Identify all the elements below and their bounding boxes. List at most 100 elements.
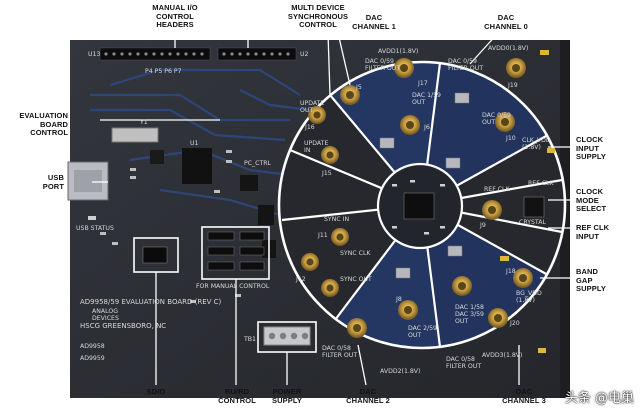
watermark: 头条 @电巢 bbox=[564, 391, 634, 406]
silk-avdd1: AVDD1(1.8V) bbox=[378, 48, 419, 55]
silk-dac0-filter: DAC 0/59 FILTER OUT bbox=[448, 58, 484, 72]
sma-j6 bbox=[400, 115, 420, 135]
silk-h-labels: P4 P5 P6 P7 bbox=[145, 68, 182, 75]
callout-dac0: DAC CHANNEL 0 bbox=[484, 13, 528, 31]
silk-manual-control: FOR MANUAL CONTROL bbox=[196, 283, 270, 290]
silk-dac2-out: DAC 2/59 OUT bbox=[408, 325, 437, 339]
silk-j16: J16 bbox=[305, 124, 315, 131]
silk-dac2-filter: DAC 0/58 FILTER OUT bbox=[322, 345, 358, 359]
callout-dac1: DAC CHANNEL 1 bbox=[352, 13, 396, 31]
silk-j18: J18 bbox=[506, 268, 516, 275]
silk-sync-out: SYNC OUT bbox=[340, 276, 372, 283]
callout-dac3: DAC CHANNEL 3 bbox=[502, 387, 546, 405]
callout-clock-mode: CLOCK MODE SELECT bbox=[576, 187, 607, 213]
crystal-y1 bbox=[111, 127, 159, 143]
silk-logo: ANALOG DEVICES bbox=[92, 308, 119, 322]
sma-j20 bbox=[488, 308, 508, 328]
chip-small-2 bbox=[240, 175, 258, 191]
chip-small-3 bbox=[258, 205, 274, 225]
usb-connector-inner bbox=[74, 170, 102, 192]
sma-j8 bbox=[398, 300, 418, 320]
silk-j10: J10 bbox=[506, 135, 516, 142]
silk-j9: J9 bbox=[480, 222, 486, 229]
silk-clk-vdd: CLK_VDD (1.8V) bbox=[522, 137, 551, 151]
silk-u1: U1 bbox=[190, 140, 199, 147]
silk-ad9958: AD9958 bbox=[80, 343, 105, 350]
callout-clock-input: CLOCK INPUT SUPPLY bbox=[576, 135, 606, 161]
chip-u1 bbox=[182, 148, 212, 184]
silk-bg-vdd: BG_VDD (1.8V) bbox=[516, 290, 542, 304]
blue-traces bbox=[90, 68, 311, 217]
passives bbox=[100, 150, 241, 303]
silk-dac3-filter: DAC 0/58 FILTER OUT bbox=[446, 356, 482, 370]
silk-j20: J20 bbox=[510, 320, 520, 327]
usb-led bbox=[88, 216, 96, 220]
sma-j15 bbox=[321, 146, 339, 164]
silk-sync-in: SYNC IN bbox=[324, 216, 350, 223]
silk-u2: U2 bbox=[300, 51, 309, 58]
silk-sync-clk: SYNC CLK bbox=[340, 250, 371, 257]
silk-j17: J17 bbox=[418, 80, 428, 87]
sma-j11 bbox=[331, 228, 349, 246]
sma-j9 bbox=[482, 200, 502, 220]
silk-ad9959: AD9959 bbox=[80, 355, 105, 362]
silk-dac1-filter: DAC 0/59 FILTER OUT bbox=[365, 58, 401, 72]
sma-j14 bbox=[452, 276, 472, 296]
callout-rurd: RU/RD CONTROL bbox=[218, 387, 256, 405]
callout-usb-port: USB PORT bbox=[42, 173, 64, 191]
ad9959-chip bbox=[403, 192, 435, 220]
sma-j7 bbox=[347, 318, 367, 338]
tantalum-caps bbox=[500, 50, 555, 353]
silk-j8: J8 bbox=[396, 296, 402, 303]
dac-circle-outline bbox=[277, 60, 567, 350]
silk-hscg: HSCG GREENSBORO, NC bbox=[80, 322, 167, 330]
silk-update-in: UPDATE IN bbox=[304, 140, 329, 154]
silk-j11: J11 bbox=[318, 232, 328, 239]
leader-lines bbox=[92, 32, 570, 386]
chip-small-1 bbox=[150, 150, 164, 164]
sma-j19 bbox=[506, 58, 526, 78]
callout-power-supply: POWER SUPPLY bbox=[272, 387, 302, 405]
sma-j13 bbox=[321, 279, 339, 297]
silk-dac1-out: DAC 1/59 OUT bbox=[412, 92, 441, 106]
rurd-jumpers bbox=[207, 231, 265, 271]
silk-j12: J12 bbox=[296, 276, 306, 283]
terminal-screws bbox=[268, 332, 309, 340]
silk-update-out: UPDATE OUT bbox=[300, 100, 325, 114]
silk-j19: J19 bbox=[508, 82, 518, 89]
terminal-block bbox=[263, 326, 311, 346]
silk-ref-j1: REF CLK bbox=[528, 180, 554, 187]
silk-tb1: TB1 bbox=[244, 336, 256, 343]
silk-pcctrl: PC_CTRL bbox=[244, 160, 271, 167]
silk-j5: J5 bbox=[356, 84, 362, 91]
callout-band-gap: BAND GAP SUPPLY bbox=[576, 267, 606, 293]
silk-j6: J6 bbox=[424, 124, 430, 131]
sma-j16 bbox=[308, 106, 326, 124]
hub-passives bbox=[392, 180, 445, 235]
callout-dac2: DAC CHANNEL 2 bbox=[346, 387, 390, 405]
callout-sdio: SDIO bbox=[146, 387, 166, 396]
sma-j5 bbox=[340, 85, 360, 105]
silk-j15: J15 bbox=[322, 170, 332, 177]
callout-eval-ctrl: EVALUATION BOARD CONTROL bbox=[19, 111, 68, 137]
silk-avdd3: AVDD3(1.8V) bbox=[482, 352, 523, 359]
sma-j17 bbox=[394, 58, 414, 78]
silk-dac3-out1: DAC 1/58 DAC 3/59 OUT bbox=[455, 304, 484, 325]
silk-u13: U13 bbox=[88, 51, 101, 58]
silk-crystal: CRYSTAL bbox=[519, 219, 546, 226]
silk-eval-board: AD9958/59 EVALUATION BOARD (REV C) bbox=[80, 298, 222, 306]
silk-ref-clk: REF CLK bbox=[484, 186, 510, 193]
silk-dac0-avdd: AVDD0(1.8V) bbox=[488, 45, 529, 52]
sdio-chip bbox=[142, 246, 168, 264]
sma-connectors bbox=[301, 58, 533, 338]
silk-avdd2: AVDD2(1.8V) bbox=[380, 368, 421, 375]
header-pins bbox=[104, 52, 290, 56]
callout-manual-io: MANUAL I/O CONTROL HEADERS bbox=[152, 3, 198, 29]
sma-j18 bbox=[513, 268, 533, 288]
silk-dac0-out: DAC 0/59 OUT bbox=[482, 112, 511, 126]
silk-y1: Y1 bbox=[140, 119, 148, 126]
sma-j12 bbox=[301, 253, 319, 271]
crystal-ref bbox=[523, 196, 545, 218]
callout-multi-device: MULTI DEVICE SYNCHRONOUS CONTROL bbox=[287, 3, 349, 29]
